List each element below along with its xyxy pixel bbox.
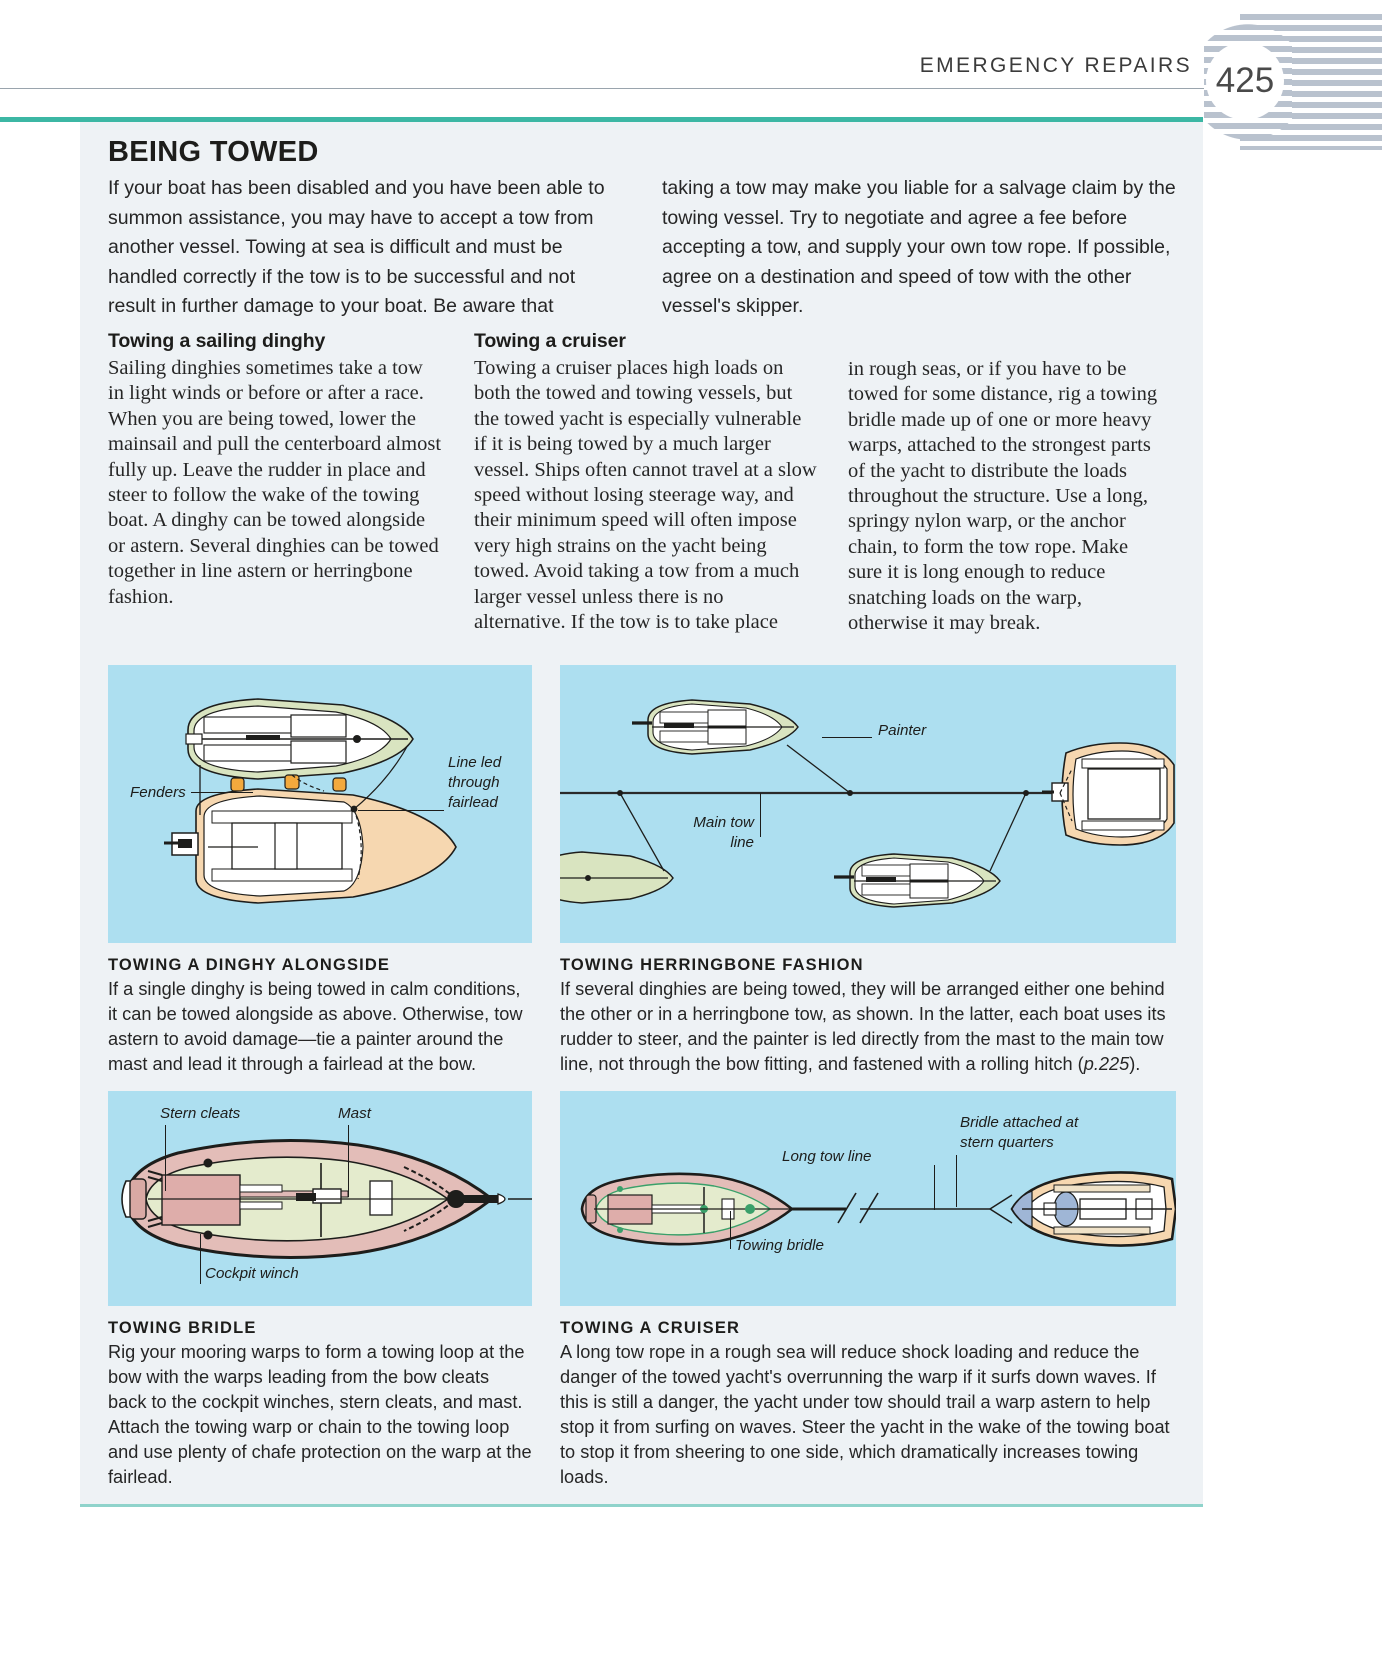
label-mast: Mast [338, 1105, 371, 1122]
dinghy-alongside-drawing [164, 698, 457, 904]
page-badge-circle [1206, 42, 1284, 120]
illustration-dinghy-alongside: Fenders Line led through fairlead [108, 665, 532, 943]
leader-line-painter [822, 737, 872, 738]
towing-cruiser-drawing [580, 1171, 1176, 1247]
page-header: EMERGENCY REPAIRS 425 [0, 0, 1382, 150]
illustration-herringbone: Painter Main tow line [560, 665, 1176, 943]
page-number: 425 [1215, 61, 1275, 100]
figure-caption-title: TOWING BRIDLE [108, 1319, 257, 1337]
intro-column-1: If your boat has been disabled and you h… [108, 177, 605, 318]
figure-herringbone: Painter Main tow line TOWING HERRINGBONE… [560, 665, 1176, 1077]
column-body: Sailing dinghies sometimes take a tow in… [108, 357, 442, 608]
figure-caption-body: A long tow rope in a rough sea will redu… [560, 1342, 1170, 1487]
herringbone-drawing [560, 699, 1175, 908]
three-column-section: Towing a sailing dinghy Sailing dinghies… [108, 330, 1176, 636]
content-panel: BEING TOWED If your boat has been disabl… [80, 122, 1203, 1506]
caption-page-ref: p.225 [1083, 1054, 1130, 1074]
label-long-tow-line: Long tow line [782, 1148, 872, 1165]
figure-caption-body: If a single dinghy is being towed in cal… [108, 979, 523, 1074]
leader-line-long-tow [934, 1165, 935, 1210]
illustration-towing-a-cruiser: Long tow line Bridle attached at stern q… [560, 1091, 1176, 1306]
figure-caption-title: TOWING A DINGHY ALONGSIDE [108, 956, 391, 974]
label-bridle-attached: Bridle attached at stern quarters [960, 1114, 1079, 1151]
column-towing-sailing-dinghy: Towing a sailing dinghy Sailing dinghies… [108, 330, 443, 636]
figure-towing-a-cruiser: Long tow line Bridle attached at stern q… [560, 1091, 1176, 1490]
column-body: in rough seas, or if you have to be towe… [848, 358, 1158, 635]
header-divider [0, 88, 1232, 89]
label-main-tow-line: Main tow line [693, 814, 754, 851]
column-heading: Towing a cruiser [474, 330, 626, 352]
leader-line-fenders [191, 792, 253, 793]
header-title: EMERGENCY REPAIRS [919, 54, 1192, 77]
figure-towing-bridle: Stern cleats Mast Cockpit winch TOWING B… [108, 1091, 532, 1490]
figure-caption-body: If several dinghies are being towed, the… [560, 977, 1176, 1077]
label-painter: Painter [878, 722, 927, 739]
column-body: Towing a cruiser places high loads on bo… [474, 357, 817, 634]
label-towing-bridle: Towing bridle [735, 1237, 824, 1254]
illustration-towing-bridle: Stern cleats Mast Cockpit winch [108, 1091, 532, 1306]
figure-dinghy-alongside: Fenders Line led through fairlead TOWING… [108, 665, 532, 1077]
content-bottom-rule [80, 1504, 1203, 1507]
label-line-led-through-fairlead: Line led through fairlead [448, 754, 502, 811]
leader-line-fairlead [358, 810, 444, 811]
leader-line-mast [348, 1125, 349, 1197]
figure-caption-title: TOWING HERRINGBONE FASHION [560, 956, 864, 974]
intro-column-2: taking a tow may make you liable for a s… [662, 177, 1176, 318]
page-title: BEING TOWED [108, 136, 319, 168]
label-fenders: Fenders [130, 784, 186, 801]
leader-line-stern-cleats [165, 1125, 166, 1191]
column-heading: Towing a sailing dinghy [108, 330, 326, 352]
leader-line-main-tow [760, 793, 761, 837]
caption-text-post: ). [1129, 1054, 1141, 1074]
leader-line-bridle [956, 1155, 957, 1207]
towing-bridle-drawing [121, 1139, 532, 1259]
leader-line-towing-bridle [730, 1211, 731, 1249]
teal-accent-rule [0, 117, 1203, 122]
figure-caption-body: Rig your mooring warps to form a towing … [108, 1342, 532, 1487]
leader-line-cockpit-winch [200, 1234, 201, 1284]
column-towing-cruiser: Towing a cruiser Towing a cruiser places… [474, 330, 817, 636]
label-cockpit-winch: Cockpit winch [205, 1265, 299, 1282]
intro-section: If your boat has been disabled and you h… [108, 174, 1176, 322]
label-stern-cleats: Stern cleats [160, 1105, 241, 1122]
caption-text-pre: If several dinghies are being towed, the… [560, 979, 1166, 1074]
column-continuation: in rough seas, or if you have to be towe… [848, 330, 1164, 636]
figure-caption-title: TOWING A CRUISER [560, 1319, 741, 1337]
